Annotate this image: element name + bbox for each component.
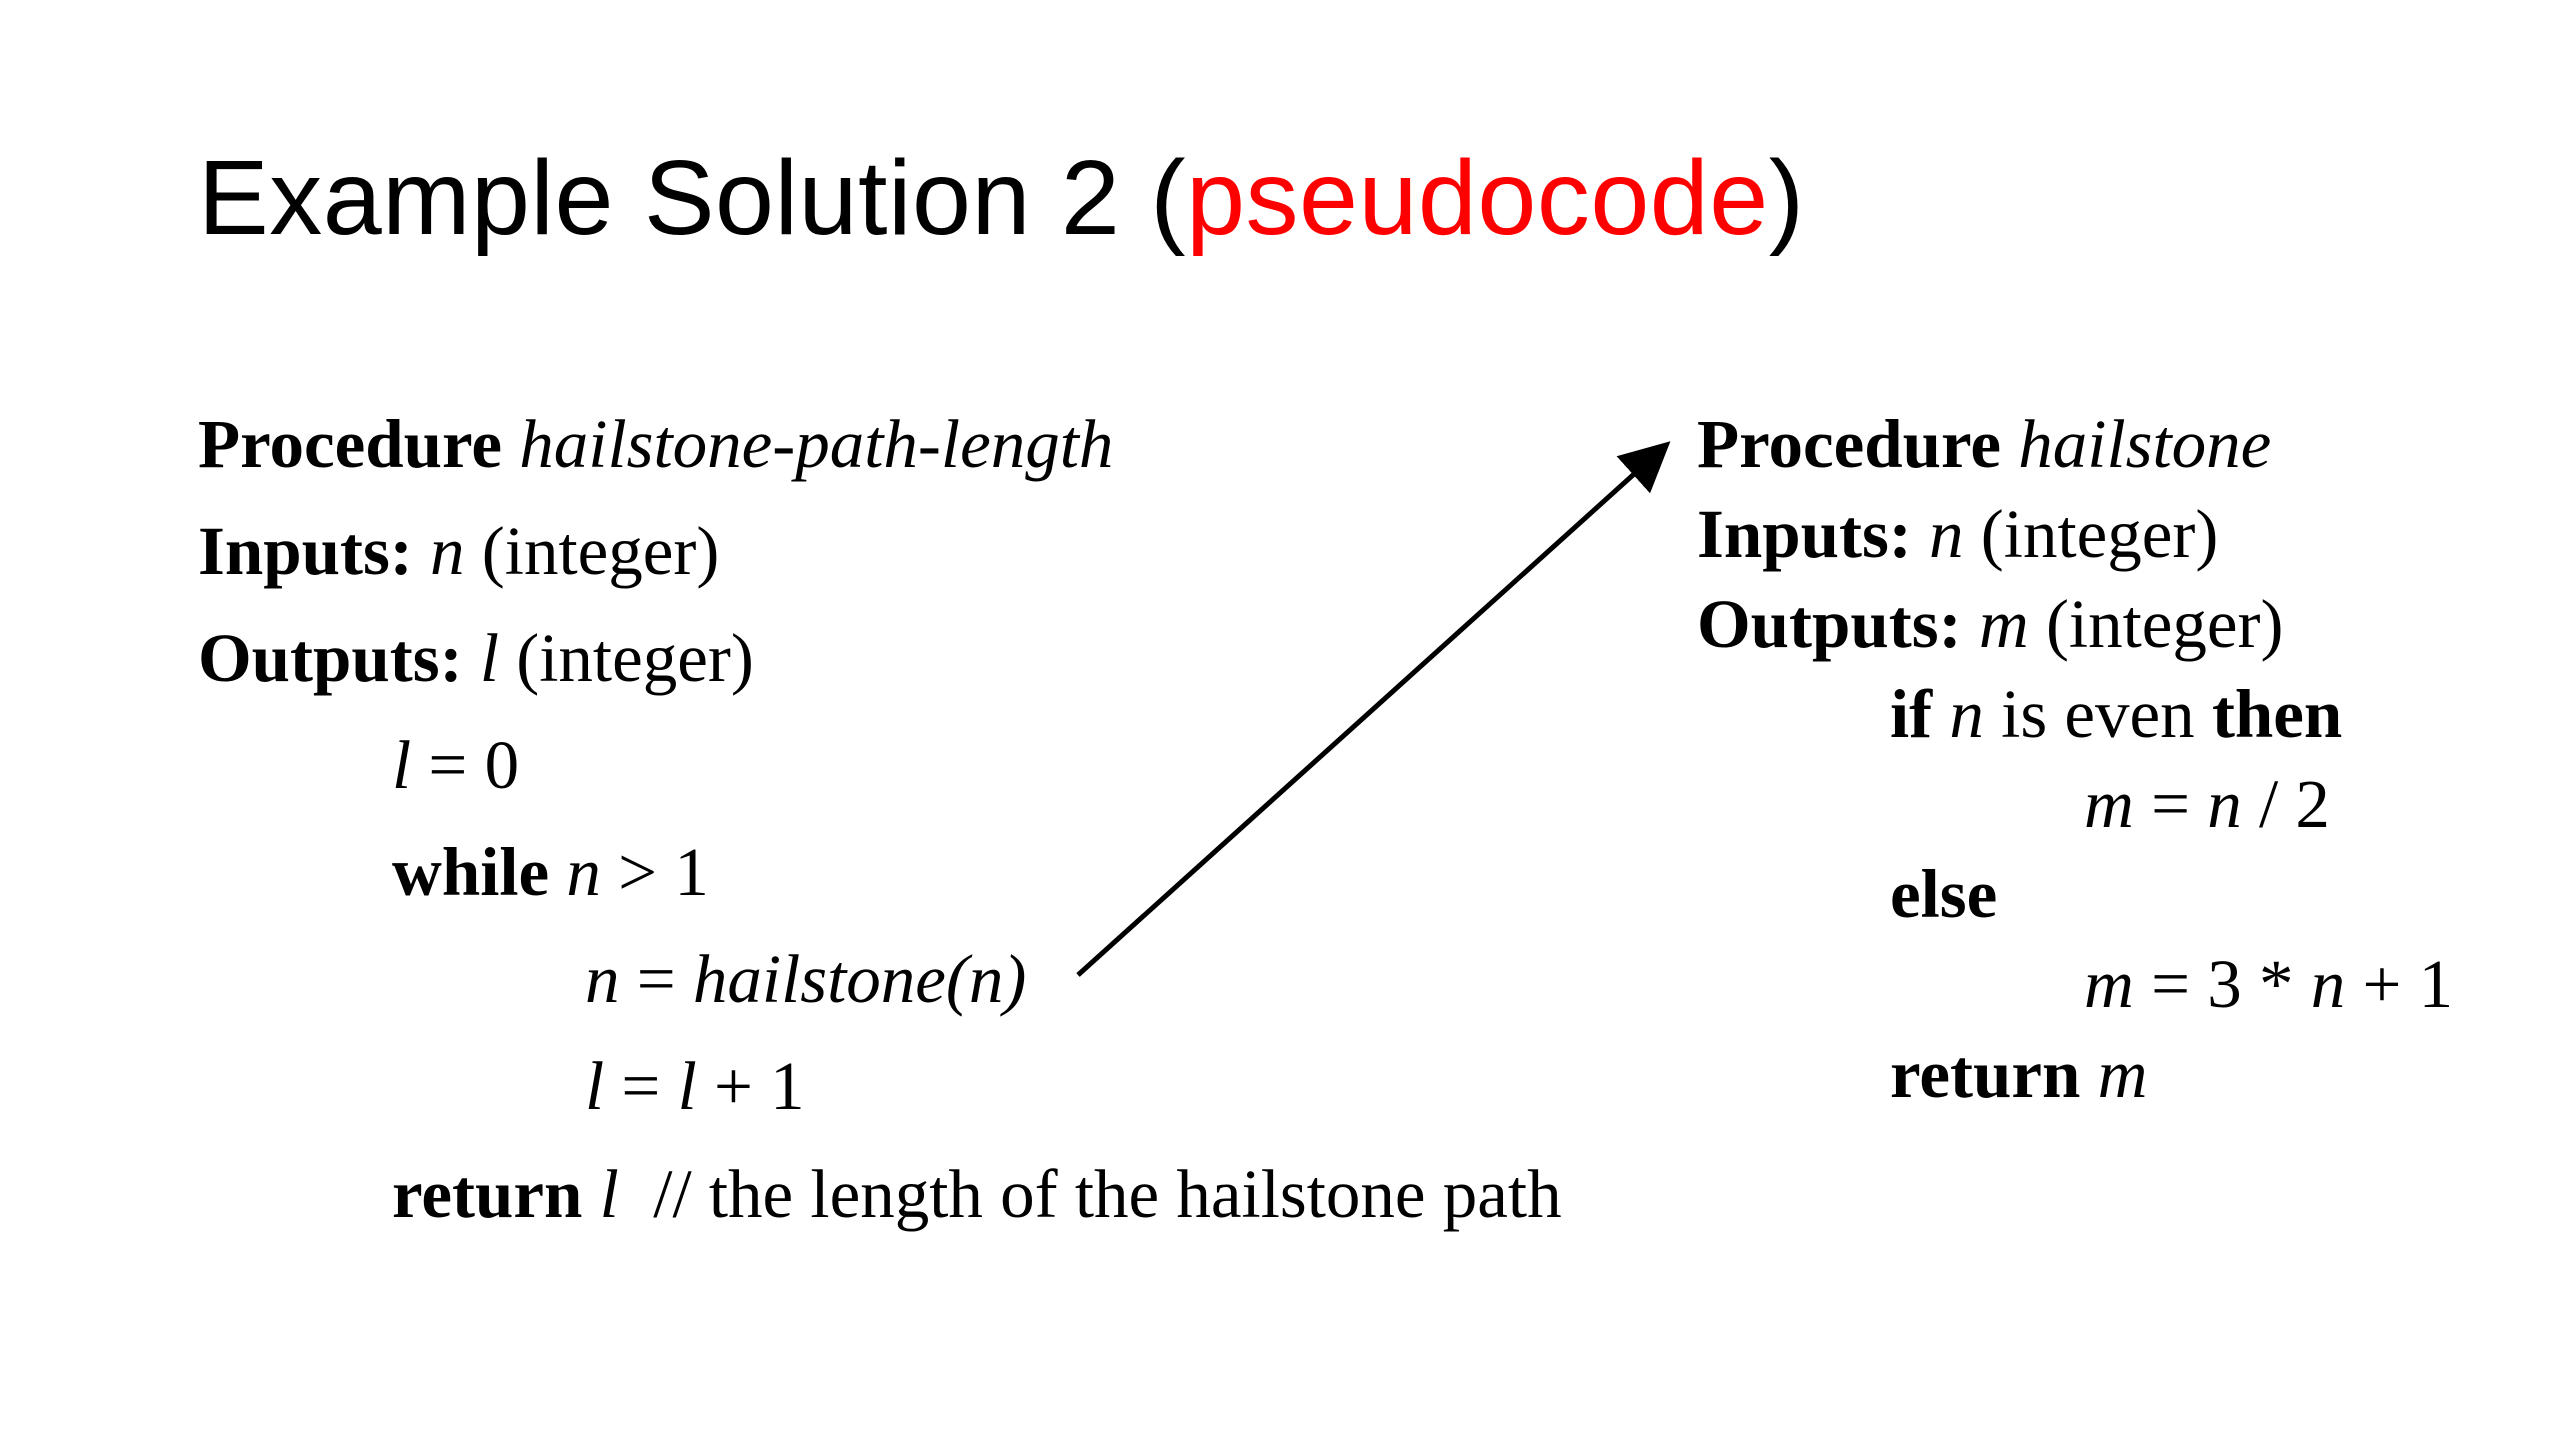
output-type: (integer) [2045,586,2284,662]
increment-statement: l = l + 1 [585,1052,805,1121]
odd-rest: + 1 [2362,946,2454,1022]
even-variable: m [2084,766,2134,842]
return-keyword: return [1890,1036,2081,1112]
increment-operand: l [677,1048,697,1124]
return-keyword: return [392,1156,583,1232]
right-return-statement: return m [1890,1040,2147,1109]
init-expression: = 0 [428,727,520,803]
if-keyword: if [1890,676,1933,752]
if-statement: if n is even then [1890,680,2342,749]
left-outputs-line: Outputs: l (integer) [198,624,754,693]
inputs-keyword: Inputs: [1697,496,1912,572]
else-keyword: else [1890,856,1998,932]
increment-rest: + 1 [714,1048,805,1124]
assign-operator: = [636,941,676,1017]
procedure-name: hailstone [2018,406,2272,482]
while-statement: while n > 1 [392,838,709,907]
input-type: (integer) [481,513,720,589]
title-highlight: pseudocode [1186,139,1769,257]
left-procedure-header: Procedure hailstone-path-length [198,410,1113,479]
outputs-keyword: Outputs: [198,620,463,696]
odd-assignment: m = 3 * n + 1 [2084,950,2453,1019]
while-variable: n [566,834,601,910]
title-prefix: Example Solution 2 ( [198,139,1187,257]
procedure-name: hailstone-path-length [519,406,1114,482]
odd-variable: m [2084,946,2134,1022]
arrow-line [1076,441,1671,977]
slide-title: Example Solution 2 (pseudocode) [198,145,1805,251]
right-outputs-line: Outputs: m (integer) [1697,590,2283,659]
procedure-keyword: Procedure [1697,406,2002,482]
even-operator: = [2151,766,2191,842]
while-condition: > 1 [618,834,709,910]
output-variable: m [1978,586,2029,662]
assign-statement: n = hailstone(n) [585,945,1026,1014]
return-variable: m [2097,1036,2148,1112]
else-statement: else [1890,860,1997,929]
left-return-statement: return l // the length of the hailstone … [392,1160,1562,1229]
right-procedure-header: Procedure hailstone [1697,410,2271,479]
init-statement: l = 0 [392,731,519,800]
input-variable: n [1929,496,1964,572]
output-variable: l [479,620,500,696]
output-type: (integer) [516,620,754,696]
init-variable: l [392,727,412,803]
increment-operator: = [621,1048,661,1124]
outputs-keyword: Outputs: [1697,586,1962,662]
even-rest: / 2 [2259,766,2330,842]
then-keyword: then [2211,676,2343,752]
input-variable: n [430,513,465,589]
even-assignment: m = n / 2 [2084,770,2330,839]
left-inputs-line: Inputs: n (integer) [198,517,719,586]
procedure-keyword: Procedure [198,406,503,482]
hailstone-call: hailstone(n) [692,941,1027,1017]
inputs-keyword: Inputs: [198,513,413,589]
while-keyword: while [392,834,550,910]
if-condition: is even [2001,676,2195,752]
odd-middle: = 3 * [2151,946,2294,1022]
assign-variable: n [585,941,620,1017]
increment-variable: l [585,1048,605,1124]
input-type: (integer) [1980,496,2219,572]
title-suffix: ) [1768,139,1805,257]
if-variable: n [1949,676,1984,752]
odd-operand: n [2310,946,2346,1022]
even-operand: n [2207,766,2242,842]
return-variable: l [599,1156,619,1232]
return-comment: // the length of the hailstone path [653,1156,1562,1232]
right-inputs-line: Inputs: n (integer) [1697,500,2218,569]
